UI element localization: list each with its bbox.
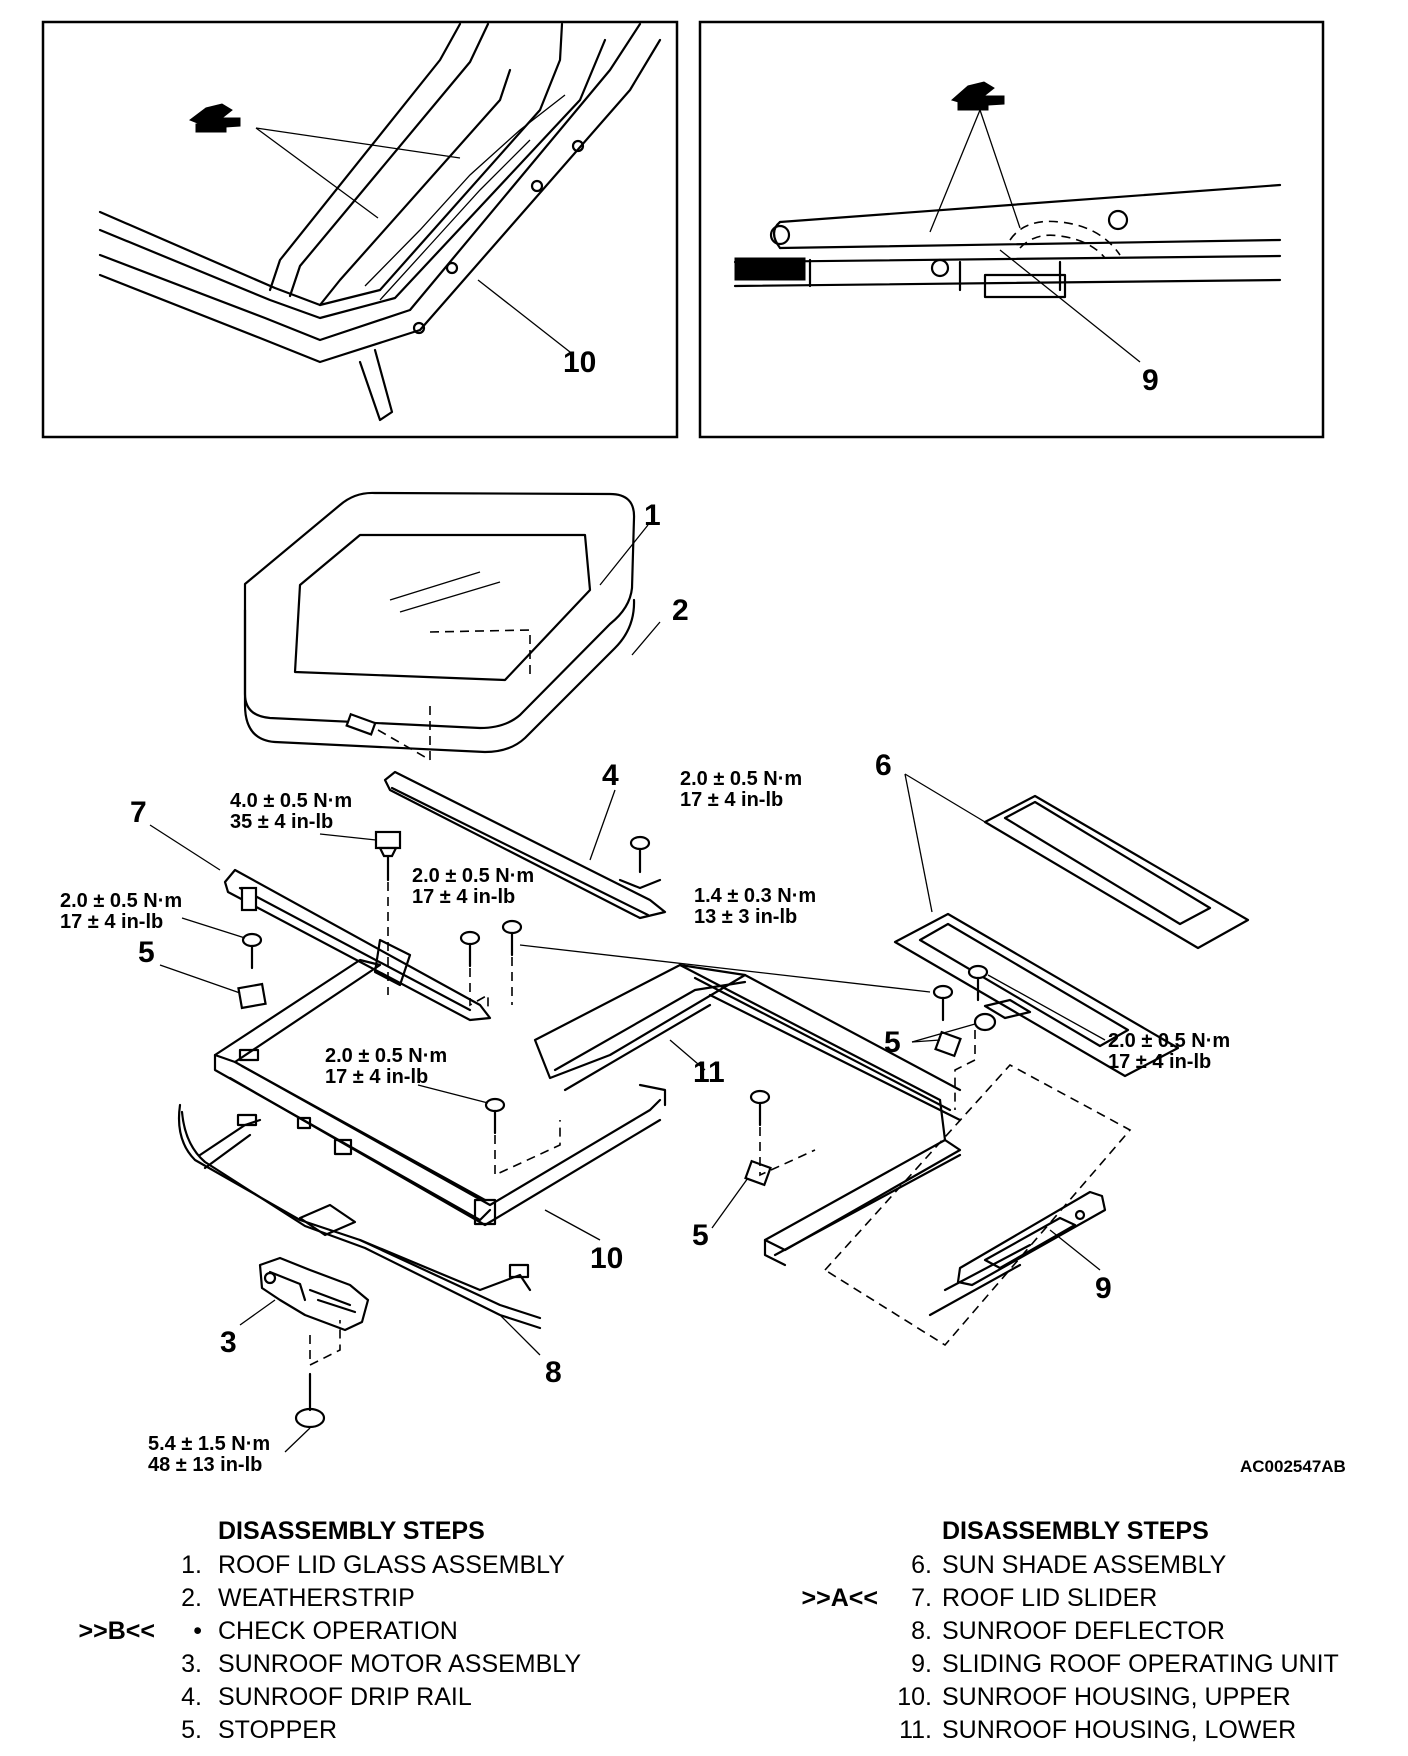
svg-text:2.0 ± 0.5 N·m: 2.0 ± 0.5 N·m — [1108, 1030, 1230, 1052]
callout-5-bottom: 5 — [692, 1219, 709, 1252]
sunroof-motor-assembly — [258, 1256, 370, 1332]
roof-lid-glass — [243, 491, 636, 730]
svg-text:2.0 ± 0.5 N·m: 2.0 ± 0.5 N·m — [680, 768, 802, 790]
step-row: 10.SUNROOF HOUSING, UPPER — [897, 1683, 1291, 1711]
disassembly-steps-left: DISASSEMBLY STEPS 1.ROOF LID GLASS ASSEM… — [0, 1515, 700, 1747]
torque-label: 4.0 ± 0.5 N·m 35 ± 4 in-lb — [230, 790, 352, 833]
sliding-roof-operating-unit — [928, 1190, 1107, 1317]
callout-5-left: 5 — [138, 936, 155, 969]
torque-label: 5.4 ± 1.5 N·m 48 ± 13 in-lb — [148, 1433, 270, 1476]
callout-3: 3 — [220, 1326, 237, 1359]
exploded-view-diagram: 10 9 — [41, 20, 1346, 1476]
bolt — [967, 964, 989, 1002]
bolt — [501, 919, 523, 957]
svg-text:5.4 ± 1.5 N·m: 5.4 ± 1.5 N·m — [148, 1433, 270, 1455]
inset-left-panel — [41, 20, 679, 439]
callout-11: 11 — [693, 1056, 725, 1089]
callout-8: 8 — [545, 1356, 562, 1389]
sunroof-housing-upper — [213, 958, 667, 1227]
bolt — [749, 1089, 771, 1127]
svg-text:1.4 ± 0.3 N·m: 1.4 ± 0.3 N·m — [694, 885, 816, 907]
callout-4: 4 — [602, 759, 619, 792]
callout-9-inset: 9 — [1142, 364, 1159, 397]
svg-text:4.0 ± 0.5 N·m: 4.0 ± 0.5 N·m — [230, 790, 352, 812]
svg-text:17 ± 4 in-lb: 17 ± 4 in-lb — [1108, 1051, 1211, 1073]
torque-label: 2.0 ± 0.5 N·m 17 ± 4 in-lb — [325, 1045, 447, 1088]
bolt — [241, 932, 263, 970]
figure-code: AC002547AB — [1240, 1457, 1346, 1476]
step-row: 4.SUNROOF DRIP RAIL — [181, 1683, 472, 1711]
bolt — [294, 1372, 326, 1429]
clip-icon — [950, 81, 1005, 111]
torque-label: 2.0 ± 0.5 N·m 17 ± 4 in-lb — [1108, 1030, 1230, 1073]
stopper — [744, 1159, 772, 1187]
svg-text:48 ± 13 in-lb: 48 ± 13 in-lb — [148, 1454, 262, 1476]
svg-text:17 ± 4 in-lb: 17 ± 4 in-lb — [412, 886, 515, 908]
clip-icon — [188, 103, 241, 133]
svg-text:2.0 ± 0.5 N·m: 2.0 ± 0.5 N·m — [412, 865, 534, 887]
svg-text:17 ± 4 in-lb: 17 ± 4 in-lb — [325, 1066, 428, 1088]
step-row: >>A<<7.ROOF LID SLIDER — [801, 1584, 1158, 1612]
callout-7: 7 — [130, 796, 147, 829]
step-row: 3.SUNROOF MOTOR ASSEMBLY — [181, 1650, 582, 1678]
callout-1: 1 — [644, 499, 661, 532]
step-row: 1.ROOF LID GLASS ASSEMBLY — [181, 1551, 565, 1579]
bolt — [374, 830, 402, 882]
step-row: >>B<<•CHECK OPERATION — [78, 1617, 458, 1645]
sunroof-drip-rail — [383, 770, 667, 920]
callout-2: 2 — [672, 594, 689, 627]
stopper — [237, 982, 267, 1010]
step-row: 5.STOPPER — [181, 1716, 338, 1744]
step-row: 9.SLIDING ROOF OPERATING UNIT — [911, 1650, 1339, 1678]
torque-label: 1.4 ± 0.3 N·m 13 ± 3 in-lb — [694, 885, 816, 928]
weatherstrip — [243, 598, 636, 754]
bolt — [484, 1097, 506, 1135]
torque-label: 2.0 ± 0.5 N·m 17 ± 4 in-lb — [60, 890, 182, 933]
step-row: 6.SUN SHADE ASSEMBLY — [911, 1551, 1227, 1579]
torque-label: 2.0 ± 0.5 N·m 17 ± 4 in-lb — [412, 865, 534, 908]
step-row: 8.SUNROOF DEFLECTOR — [911, 1617, 1225, 1645]
step-row: 11.SUNROOF HOUSING, LOWER — [899, 1716, 1297, 1744]
roof-lid-slider — [223, 868, 492, 1022]
svg-text:17 ± 4 in-lb: 17 ± 4 in-lb — [680, 789, 783, 811]
steps-heading: DISASSEMBLY STEPS — [942, 1517, 1209, 1545]
svg-text:17 ± 4 in-lb: 17 ± 4 in-lb — [60, 911, 163, 933]
callout-6: 6 — [875, 749, 892, 782]
screw — [345, 700, 431, 761]
bolt — [932, 984, 954, 1022]
svg-text:35 ± 4 in-lb: 35 ± 4 in-lb — [230, 811, 333, 833]
callout-9: 9 — [1095, 1272, 1112, 1305]
callout-5-right: 5 — [884, 1026, 901, 1059]
svg-text:2.0 ± 0.5 N·m: 2.0 ± 0.5 N·m — [325, 1045, 447, 1067]
bolt — [459, 930, 481, 968]
inset-right-panel — [698, 20, 1325, 439]
svg-text:13 ± 3 in-lb: 13 ± 3 in-lb — [694, 906, 797, 928]
svg-text:2.0 ± 0.5 N·m: 2.0 ± 0.5 N·m — [60, 890, 182, 912]
step-row: 2.WEATHERSTRIP — [181, 1584, 415, 1612]
torque-label: 2.0 ± 0.5 N·m 17 ± 4 in-lb — [680, 768, 802, 811]
steps-heading: DISASSEMBLY STEPS — [218, 1517, 485, 1545]
callout-10-inset: 10 — [563, 346, 596, 379]
disassembly-steps-right: DISASSEMBLY STEPS 6.SUN SHADE ASSEMBLY >… — [700, 1515, 1408, 1747]
stopper — [973, 1012, 997, 1032]
sunroof-deflector — [177, 1103, 542, 1330]
bolt — [629, 835, 651, 874]
sun-shade-assembly — [893, 794, 1250, 1078]
callout-10: 10 — [590, 1242, 623, 1275]
stopper — [934, 1030, 962, 1058]
sunroof-housing-lower — [533, 963, 962, 1267]
